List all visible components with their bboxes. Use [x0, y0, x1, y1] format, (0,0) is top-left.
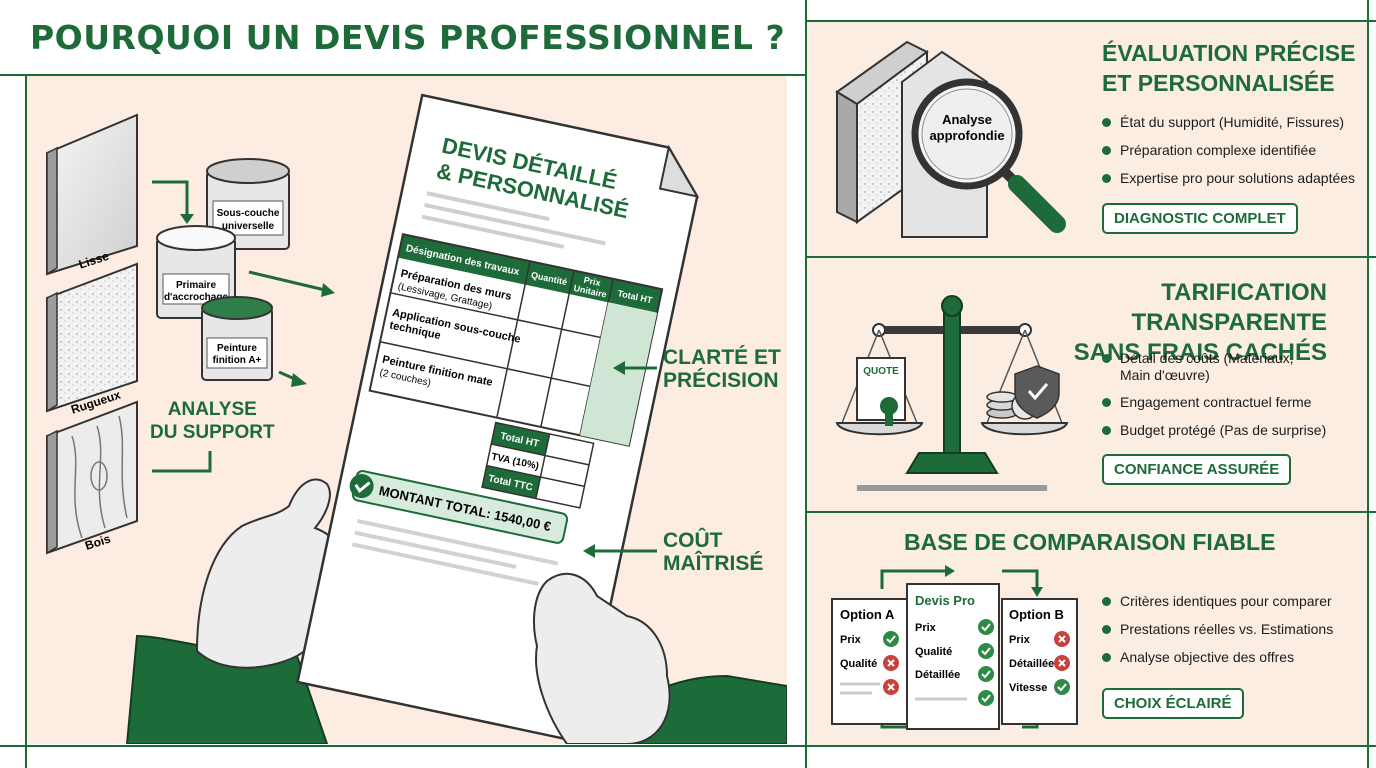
frame-line-bottom — [0, 745, 1376, 747]
panel-3-title: BASE DE COMPARAISON FIABLE — [904, 529, 1276, 555]
card-option-b-row-3: Vitesse — [1009, 682, 1047, 694]
list-item: Prestations réelles vs. Estimations — [1102, 621, 1333, 638]
page-title: POURQUOI UN DEVIS PROFESSIONNEL ? — [30, 18, 786, 57]
panel-pricing: QUOTE TARIFICATION TRANSPARENTE SANS FRA… — [807, 258, 1367, 511]
can-label-finish-2: finition A+ — [213, 355, 262, 366]
list-item: Préparation complexe identifiée — [1102, 142, 1355, 159]
card-option-b-title: Option B — [1009, 607, 1064, 622]
panel-1-title: ÉVALUATION PRÉCISE ET PERSONNALISÉE — [1102, 38, 1355, 98]
list-item: Analyse objective des offres — [1102, 649, 1333, 666]
left-illustration-panel: Lisse Rugueux Bois Sous-couche universel… — [27, 76, 787, 744]
list-item: Budget protégé (Pas de surprise) — [1102, 422, 1326, 439]
list-item: État du support (Humidité, Fissures) — [1102, 114, 1355, 131]
bullet-line-2: Main d'œuvre) — [1120, 367, 1210, 383]
hand-right — [533, 572, 671, 744]
frame-line-top-right — [807, 20, 1376, 22]
arrow-sample-to-can — [152, 180, 189, 216]
paint-can-finish — [201, 296, 273, 381]
callout-cost-line-1: COÛT — [663, 529, 723, 552]
can-label-undercoat-1: Sous-couche — [217, 208, 280, 219]
magnifier-text-1: Analyse — [942, 112, 992, 127]
card-option-a-row-1: Prix — [840, 634, 862, 646]
frame-line-divider — [805, 0, 807, 768]
arrow-can-to-doc-1 — [248, 270, 326, 292]
panel-2-title: TARIFICATION TRANSPARENTE SANS FRAIS CAC… — [972, 278, 1327, 368]
sample-rough — [46, 262, 138, 413]
card-option-a-title: Option A — [840, 607, 895, 622]
can-label-finish-1: Peinture — [217, 343, 257, 354]
panel-2-title-line-2: SANS FRAIS CACHÉS — [1073, 339, 1327, 366]
choice-badge: CHOIX ÉCLAIRÉ — [1102, 688, 1244, 719]
panel-1-title-line-2: ET PERSONNALISÉE — [1102, 70, 1335, 96]
panel-1-title-line-1: ÉVALUATION PRÉCISE — [1102, 40, 1356, 66]
callout-cost-line-2: MAÎTRISÉ — [663, 552, 764, 575]
card-devis-pro-title: Devis Pro — [915, 593, 975, 608]
card-devis-pro-row-2: Qualité — [915, 646, 952, 658]
comparison-illustration: Option A Prix Qualité Devis Pro Prix Qua… — [831, 565, 1078, 730]
quote-document — [296, 93, 700, 744]
panel-2-title-line-1: TARIFICATION TRANSPARENTE — [1131, 279, 1327, 336]
callout-clarity-line-2: PRÉCISION — [663, 369, 779, 392]
label-support-line-2: DU SUPPORT — [150, 422, 275, 443]
frame-line-right — [1367, 0, 1369, 768]
can-label-undercoat-2: universelle — [222, 221, 275, 232]
list-item: Détail des coûts (Matériaux, Main d'œuvr… — [1102, 350, 1326, 384]
diagnostic-badge: DIAGNOSTIC COMPLET — [1102, 203, 1298, 234]
label-support-analysis: ANALYSE DU SUPPORT — [150, 398, 275, 444]
frame-line-title — [0, 74, 807, 76]
quote-illustration: Lisse Rugueux Bois Sous-couche universel… — [46, 93, 787, 744]
can-label-primer-1: Primaire — [176, 280, 216, 291]
panel-1-bullets: État du support (Humidité, Fissures) Pré… — [1102, 114, 1355, 198]
list-item: Engagement contractuel ferme — [1102, 394, 1326, 411]
scale-illustration: QUOTE — [835, 295, 1069, 491]
list-item: Critères identiques pour comparer — [1102, 593, 1333, 610]
sample-smooth — [46, 113, 138, 276]
can-label-primer-2: d'accrochage — [164, 292, 229, 303]
label-support-line-1: ANALYSE — [167, 399, 257, 420]
panel-evaluation: Analyse approfondie ÉVALUATION PRÉCISE E… — [807, 22, 1367, 256]
callout-clarity-line-1: CLARTÉ ET — [663, 346, 781, 369]
panel-3-bullets: Critères identiques pour comparer Presta… — [1102, 593, 1333, 677]
magnifier-text-2: approfondie — [929, 128, 1004, 143]
card-option-a-row-2: Qualité — [840, 658, 877, 670]
card-devis-pro-row-3: Détaillée — [915, 669, 960, 681]
bullet-line-1: Détail des coûts (Matériaux, — [1120, 350, 1294, 366]
frame-line-panel-1 — [807, 256, 1376, 258]
panel-comparison: BASE DE COMPARAISON FIABLE Option — [807, 513, 1367, 745]
wall-magnifier-illustration: Analyse approfondie — [835, 40, 1066, 238]
card-option-b-row-2: Détaillée — [1009, 658, 1054, 670]
card-option-b-row-1: Prix — [1009, 634, 1031, 646]
frame-line-panel-2 — [807, 511, 1376, 513]
panel-2-bullets: Détail des coûts (Matériaux, Main d'œuvr… — [1102, 350, 1326, 450]
list-item: Expertise pro pour solutions adaptées — [1102, 170, 1355, 187]
callout-cost: COÛT MAÎTRISÉ — [663, 529, 763, 575]
card-devis-pro-row-1: Prix — [915, 622, 937, 634]
confidence-badge: CONFIANCE ASSURÉE — [1102, 454, 1292, 485]
frame-line-left — [25, 76, 27, 768]
sample-wood — [46, 400, 138, 555]
arrow-wood-to-label — [152, 451, 212, 473]
quote-paper-label: QUOTE — [863, 366, 899, 377]
table-header-price-1: Prix — [583, 275, 602, 288]
callout-clarity: CLARTÉ ET PRÉCISION — [663, 346, 781, 392]
